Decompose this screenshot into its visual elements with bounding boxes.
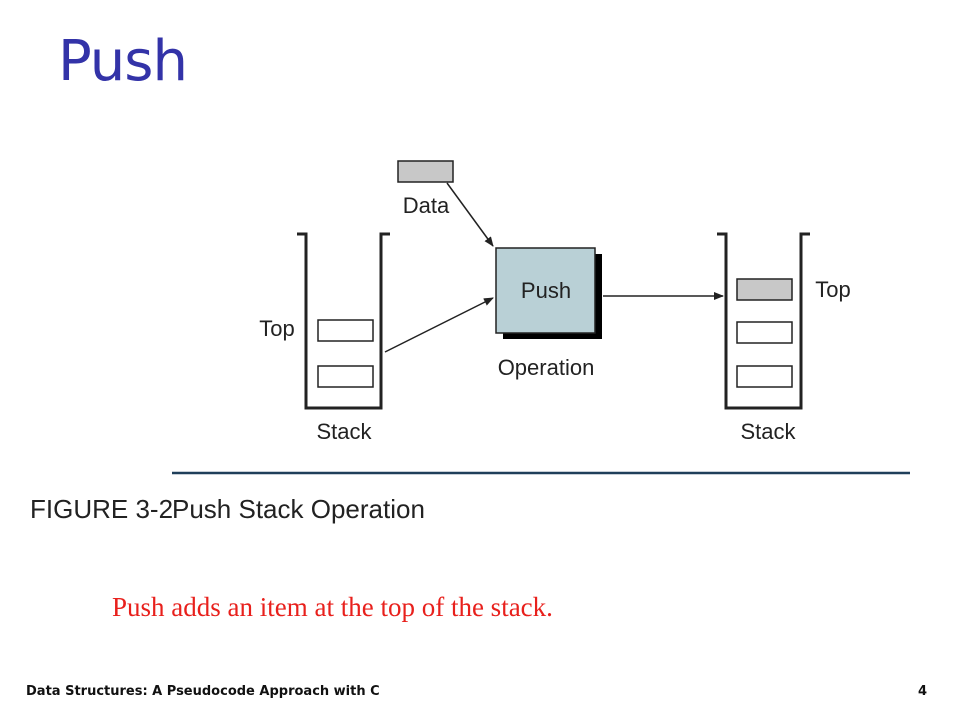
slide-caption: Push adds an item at the top of the stac… — [112, 592, 553, 622]
operation-label: Operation — [498, 355, 595, 380]
arrow-data-to-push — [446, 182, 494, 247]
right-stack-item-middle — [736, 321, 793, 344]
right-stack-item-bottom — [736, 365, 793, 388]
right-stack-container — [717, 232, 810, 410]
left-stack-item-top — [317, 319, 374, 342]
data-element-box — [397, 160, 454, 183]
left-stack-item-bottom — [317, 365, 374, 388]
footer-book-title: Data Structures: A Pseudocode Approach w… — [26, 684, 380, 699]
push-box-label: Push — [521, 278, 571, 303]
page-number: 4 — [918, 684, 928, 699]
push-box — [495, 247, 596, 334]
left-stack-container — [297, 232, 390, 410]
right-stack-item-new — [736, 278, 793, 301]
figure-number: FIGURE 3-2 — [30, 494, 173, 524]
left-top-label: Top — [259, 316, 294, 341]
right-stack-label: Stack — [740, 419, 796, 444]
arrow-stack-to-push — [384, 297, 494, 353]
right-top-label: Top — [815, 277, 850, 302]
slide-title: Push — [58, 29, 188, 94]
figure-title: Push Stack Operation — [172, 494, 425, 524]
left-stack-label: Stack — [316, 419, 372, 444]
data-label: Data — [403, 193, 450, 218]
